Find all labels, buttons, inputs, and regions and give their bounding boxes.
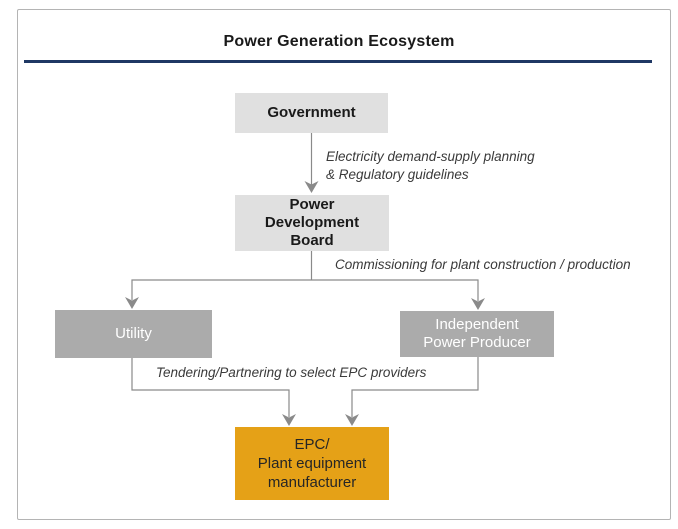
node-epc-manufacturer: EPC/ Plant equipment manufacturer	[235, 427, 389, 500]
diagram-title: Power Generation Ecosystem	[223, 33, 455, 50]
arrow-board-to-utility-head	[125, 297, 139, 309]
node-government-label: Government	[267, 104, 356, 121]
node-power-development-board-line1: Power	[289, 196, 335, 213]
node-government: Government	[235, 93, 388, 133]
node-independent-power-producer: Independent Power Producer	[400, 311, 554, 357]
edge-label-planning-line2: & Regulatory guidelines	[326, 167, 469, 182]
arrow-utility-to-epc-head	[282, 414, 296, 426]
node-epc-manufacturer-line2: Plant equipment	[257, 455, 367, 472]
node-independent-power-producer-line1: Independent	[435, 316, 519, 333]
title-divider	[24, 60, 652, 63]
node-epc-manufacturer-line1: EPC/	[294, 436, 330, 453]
arrow-board-to-ipp-head	[471, 298, 485, 310]
edge-label-tendering: Tendering/Partnering to select EPC provi…	[156, 365, 427, 380]
node-power-development-board-line3: Board	[290, 232, 334, 249]
arrow-ipp-to-epc-head	[345, 414, 359, 426]
node-utility: Utility	[55, 310, 212, 358]
edge-label-planning-line1: Electricity demand-supply planning	[326, 149, 535, 164]
edge-label-planning: Electricity demand-supply planning & Reg…	[326, 148, 535, 184]
arrow-board-to-producers-line	[131, 251, 479, 301]
arrow-ipp-to-epc-line	[351, 357, 479, 417]
node-independent-power-producer-line2: Power Producer	[423, 334, 531, 351]
edge-label-commissioning: Commissioning for plant construction / p…	[335, 257, 631, 272]
arrow-utility-to-epc-line	[131, 358, 290, 417]
arrow-government-to-board-head	[304, 181, 319, 193]
node-utility-label: Utility	[115, 325, 152, 342]
node-power-development-board-line2: Development	[264, 214, 360, 231]
node-epc-manufacturer-line3: manufacturer	[267, 474, 357, 491]
node-power-development-board: Power Development Board	[235, 195, 389, 251]
